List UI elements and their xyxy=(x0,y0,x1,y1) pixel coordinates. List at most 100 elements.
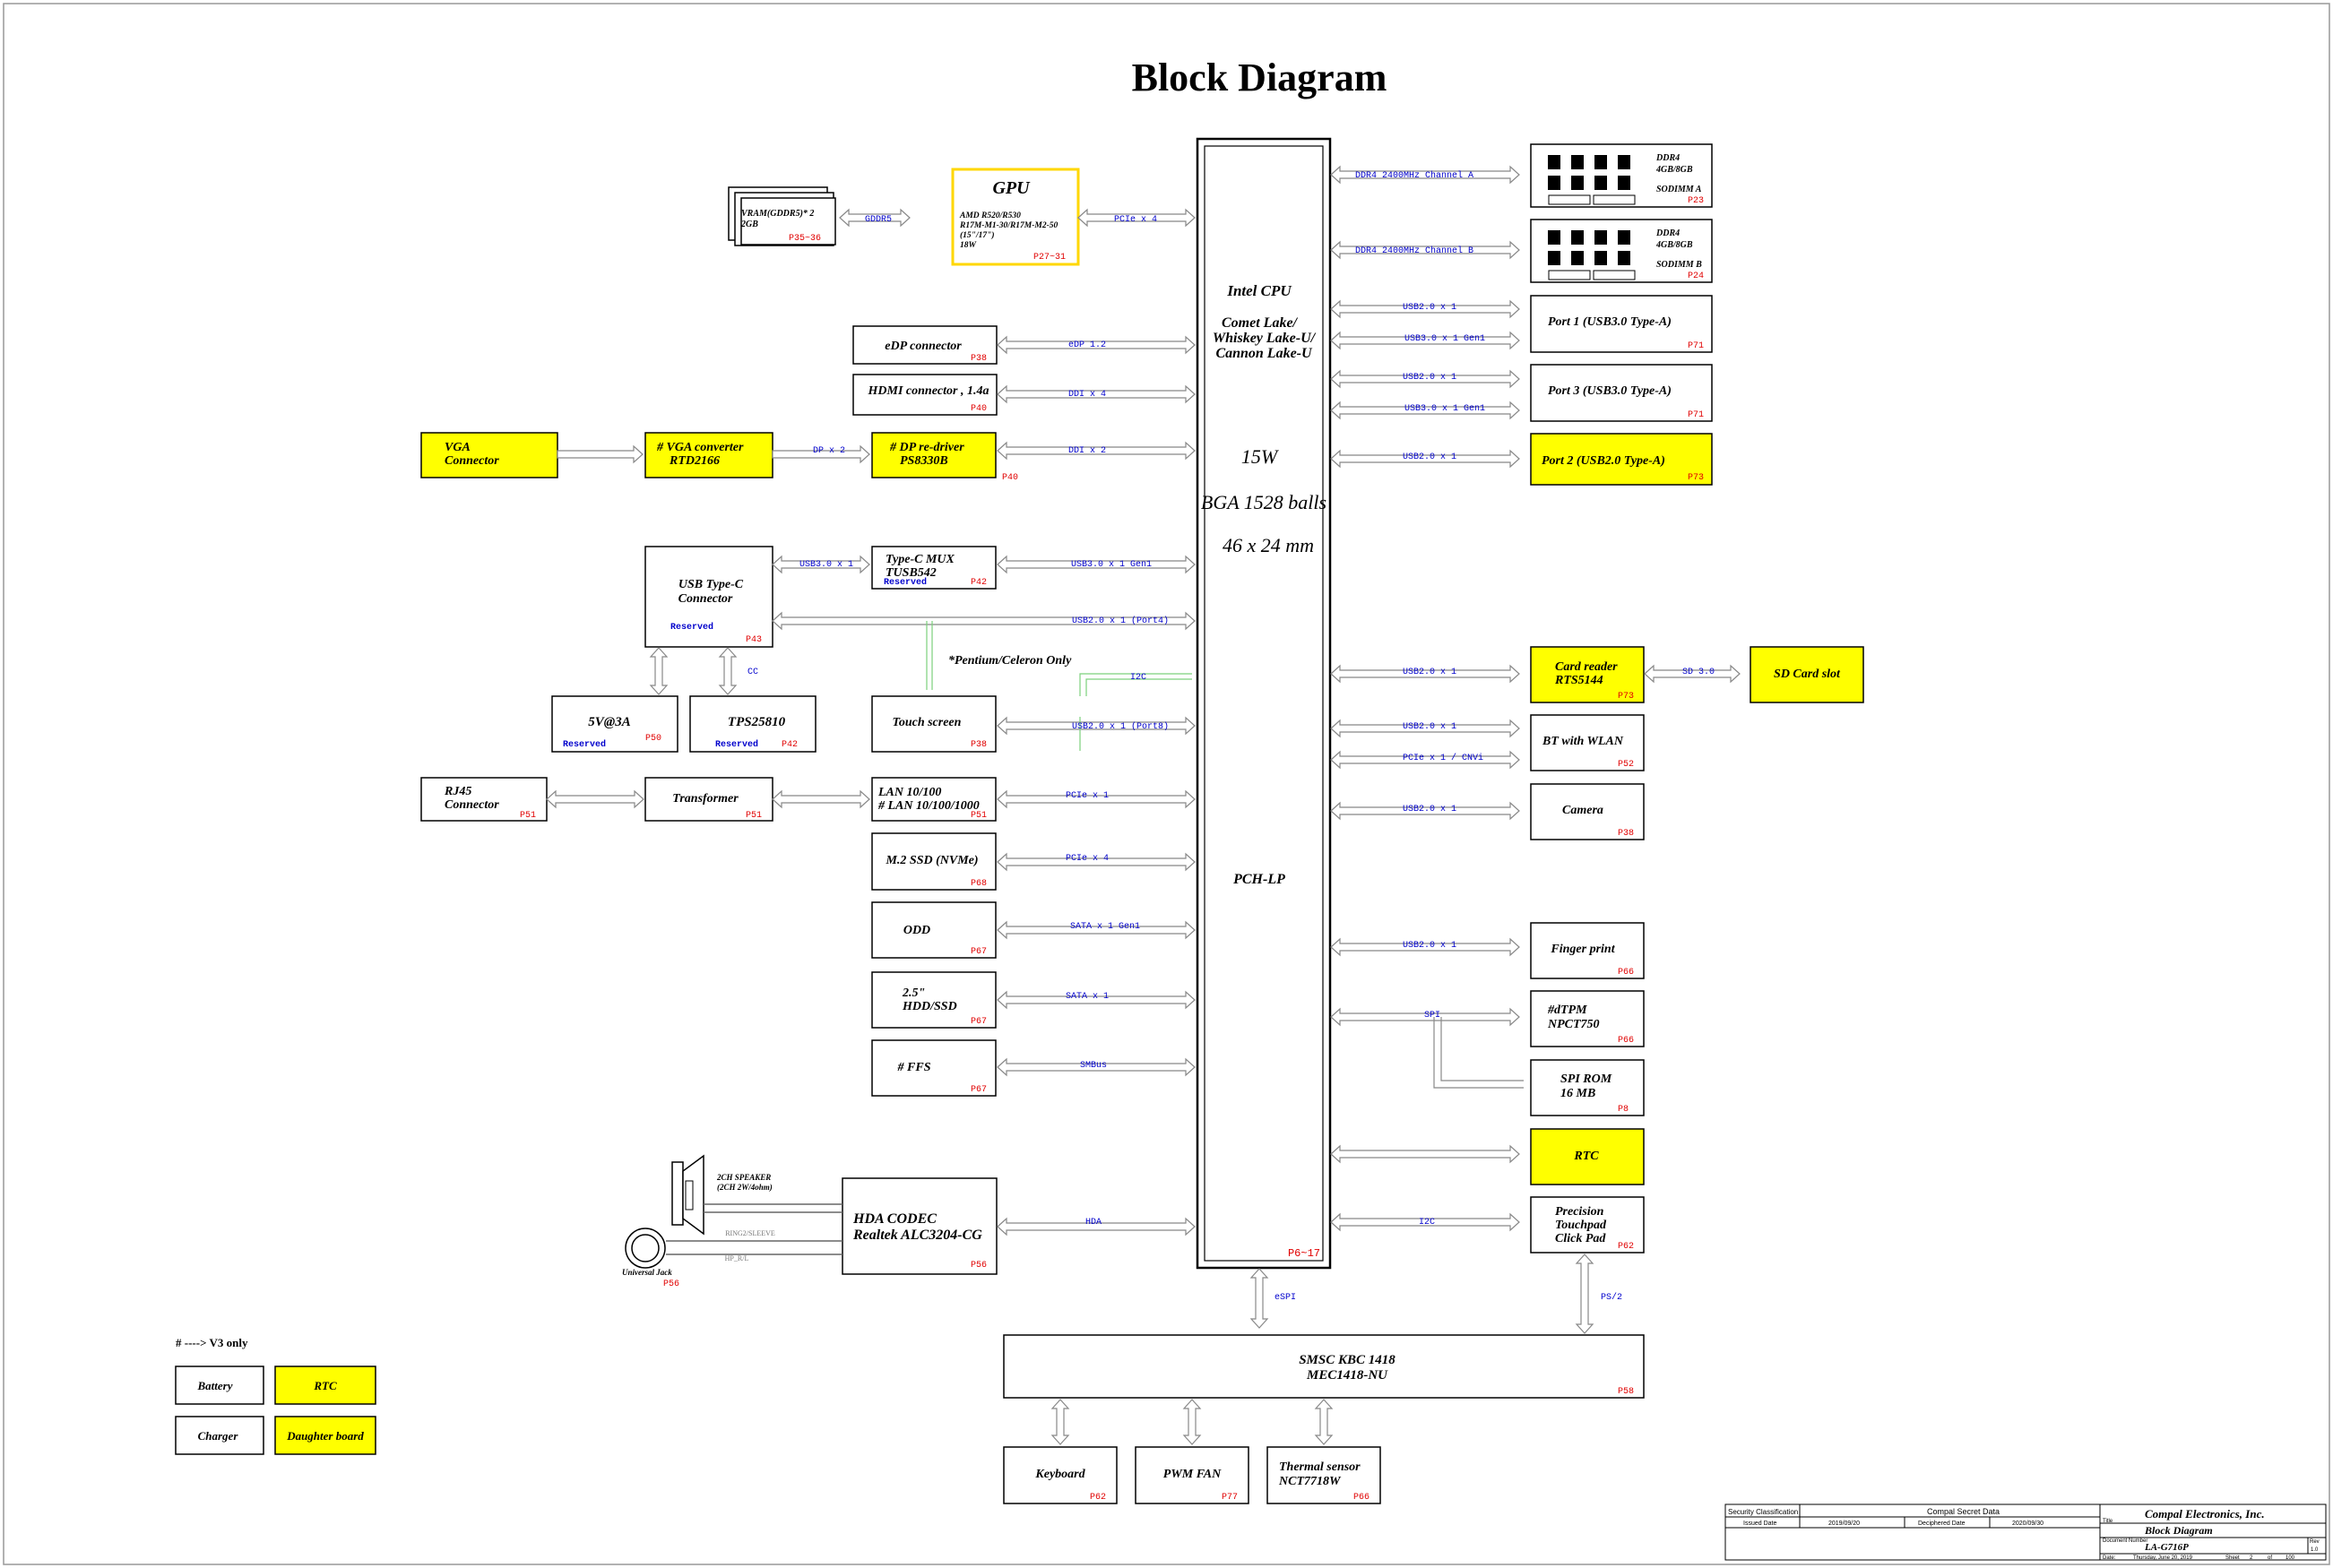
vram-block: VRAM(GDDR5)* 2 2GB P35~36 xyxy=(728,186,836,246)
svg-text:USB2.0 x 1: USB2.0 x 1 xyxy=(1403,373,1456,383)
svg-text:Issued Date: Issued Date xyxy=(1743,1521,1776,1527)
svg-text:SPI ROM: SPI ROM xyxy=(1560,1073,1612,1086)
cpu-name: Intel CPU xyxy=(1226,282,1292,299)
v3-note: # ----> V3 only xyxy=(176,1336,248,1349)
svg-text:BT with WLAN: BT with WLAN xyxy=(1542,735,1624,748)
svg-text:USB Type-C: USB Type-C xyxy=(678,578,744,591)
spi-rom: SPI ROM 16 MB P8 xyxy=(1530,1059,1645,1116)
odd: ODD P67 xyxy=(871,901,997,959)
svg-text:P51: P51 xyxy=(746,811,762,821)
svg-text:USB3.0 x 1 Gen1: USB3.0 x 1 Gen1 xyxy=(1404,334,1485,344)
typec-mux: Type-C MUX TUSB542 Reserved P42 xyxy=(871,546,997,590)
svg-text:SMBus: SMBus xyxy=(1080,1061,1107,1071)
edp-connector: eDP connector P38 xyxy=(852,325,998,365)
legend-charger xyxy=(175,1416,264,1455)
rtc-block: RTC xyxy=(1530,1128,1645,1185)
svg-text:P50: P50 xyxy=(645,734,661,744)
svg-text:HDMI connector , 1.4a: HDMI connector , 1.4a xyxy=(868,384,989,398)
svg-text:P38: P38 xyxy=(971,740,987,750)
svg-text:P56: P56 xyxy=(663,1279,679,1289)
svg-text:HDA CODEC: HDA CODEC xyxy=(852,1211,937,1227)
svg-text:LAN 10/100: LAN 10/100 xyxy=(877,786,941,799)
svg-text:# VGA converter: # VGA converter xyxy=(656,441,744,454)
svg-text:GPU: GPU xyxy=(992,178,1031,198)
svg-text:eDP connector: eDP connector xyxy=(885,340,962,353)
kbc-block: SMSC KBC 1418 MEC1418-NU P58 xyxy=(1003,1334,1645,1399)
svg-text:Camera: Camera xyxy=(1562,804,1603,817)
svg-text:Precision: Precision xyxy=(1555,1205,1604,1219)
camera: Camera P38 xyxy=(1530,783,1645,840)
svg-text:USB2.0 x 1: USB2.0 x 1 xyxy=(1403,722,1456,732)
svg-text:SD 3.0: SD 3.0 xyxy=(1682,668,1715,677)
svg-text:SPI: SPI xyxy=(1424,1011,1440,1021)
hdmi-connector: HDMI connector , 1.4a P40 xyxy=(852,374,998,416)
svg-text:100: 100 xyxy=(2285,1555,2295,1561)
svg-text:Keyboard: Keyboard xyxy=(1034,1468,1085,1481)
svg-text:HP_R/L: HP_R/L xyxy=(725,1254,749,1262)
svg-text:USB3.0 x 1: USB3.0 x 1 xyxy=(799,560,853,570)
svg-text:Port 3 (USB3.0 Type-A): Port 3 (USB3.0 Type-A) xyxy=(1548,384,1672,398)
svg-text:4GB/8GB: 4GB/8GB xyxy=(1655,240,1693,250)
svg-text:4GB/8GB: 4GB/8GB xyxy=(1655,165,1693,175)
svg-text:AMD R520/R530: AMD R520/R530 xyxy=(959,211,1021,220)
dtpm: #dTPM NPCT750 P66 xyxy=(1530,990,1645,1047)
svg-text:Deciphered Date: Deciphered Date xyxy=(1918,1521,1966,1527)
svg-text:HDA: HDA xyxy=(1085,1218,1102,1228)
svg-text:DDR4 2400MHz Channel A: DDR4 2400MHz Channel A xyxy=(1355,170,1473,181)
svg-text:USB2.0 x 1: USB2.0 x 1 xyxy=(1403,303,1456,313)
svg-text:Date:: Date: xyxy=(2103,1555,2116,1561)
svg-text:RTS5144: RTS5144 xyxy=(1554,674,1603,687)
svg-text:SD Card slot: SD Card slot xyxy=(1774,668,1841,681)
svg-text:2.5": 2.5" xyxy=(902,986,925,1000)
svg-text:P73: P73 xyxy=(1618,692,1634,702)
svg-text:P38: P38 xyxy=(1618,829,1634,839)
svg-text:P51: P51 xyxy=(520,811,536,821)
svg-text:Title: Title xyxy=(2103,1519,2113,1524)
svg-text:P66: P66 xyxy=(1618,968,1634,978)
svg-text:HDD/SSD: HDD/SSD xyxy=(902,1000,957,1013)
touch-links xyxy=(926,621,1192,751)
svg-text:Connector: Connector xyxy=(445,454,499,468)
svg-text:USB3.0 x 1 Gen1: USB3.0 x 1 Gen1 xyxy=(1404,404,1485,414)
svg-text:PCIe x 1: PCIe x 1 xyxy=(1066,791,1109,801)
vga-connector: VGA Connector xyxy=(420,432,558,478)
svg-text:I2C: I2C xyxy=(1130,673,1146,683)
svg-text:P66: P66 xyxy=(1353,1493,1370,1503)
bus-labels: GDDR5 PCIe x 4 eDP 1.2 DDI x 4 DP x 2 DD… xyxy=(725,170,1715,1303)
svg-text:Touchpad: Touchpad xyxy=(1555,1219,1607,1232)
svg-text:Reserved: Reserved xyxy=(715,739,758,750)
svg-text:Transformer: Transformer xyxy=(672,792,739,806)
svg-text:VGA: VGA xyxy=(445,441,471,454)
svg-text:PWM FAN: PWM FAN xyxy=(1163,1468,1222,1481)
pwm-fan: PWM FAN P77 xyxy=(1135,1446,1249,1504)
svg-text:USB2.0 x 1: USB2.0 x 1 xyxy=(1403,452,1456,462)
svg-text:P67: P67 xyxy=(971,947,987,957)
bus-arrows xyxy=(546,165,1741,1445)
svg-text:2019/09/20: 2019/09/20 xyxy=(1828,1521,1860,1527)
svg-text:Port 2 (USB2.0 Type-A): Port 2 (USB2.0 Type-A) xyxy=(1542,454,1665,468)
svg-text:P66: P66 xyxy=(1618,1036,1634,1046)
svg-text:PS8330B: PS8330B xyxy=(900,454,948,468)
svg-text:Reserved: Reserved xyxy=(884,577,927,588)
svg-text:DDR4: DDR4 xyxy=(1655,153,1680,163)
svg-text:SATA x 1 Gen1: SATA x 1 Gen1 xyxy=(1070,922,1140,932)
svg-text:Security Classification: Security Classification xyxy=(1728,1508,1798,1516)
svg-text:RTC: RTC xyxy=(313,1379,337,1392)
ddr4-sodimm-a: DDR4 4GB/8GB SODIMM A P23 xyxy=(1530,143,1713,208)
svg-text:Connector: Connector xyxy=(678,592,733,606)
svg-text:P51: P51 xyxy=(971,811,987,821)
svg-text:RTD2166: RTD2166 xyxy=(669,454,720,468)
svg-text:Card reader: Card reader xyxy=(1555,660,1618,674)
cpu-tdp: 15W xyxy=(1241,445,1279,468)
dp-redriver: # DP re-driver PS8330B P40 xyxy=(871,432,1018,483)
svg-text:SATA x 1: SATA x 1 xyxy=(1066,992,1109,1002)
svg-text:MEC1418-NU: MEC1418-NU xyxy=(1306,1368,1388,1383)
svg-text:USB2.0 x 1: USB2.0 x 1 xyxy=(1403,941,1456,951)
svg-text:TPS25810: TPS25810 xyxy=(728,715,786,729)
svg-text:Charger: Charger xyxy=(198,1429,239,1443)
legend-daughter-board xyxy=(274,1416,376,1455)
svg-text:(15"/17"): (15"/17") xyxy=(960,230,995,240)
thermal-sensor: Thermal sensor NCT7718W P66 xyxy=(1266,1446,1381,1504)
svg-text:I2C: I2C xyxy=(1419,1218,1435,1228)
svg-text:Connector: Connector xyxy=(445,798,499,812)
